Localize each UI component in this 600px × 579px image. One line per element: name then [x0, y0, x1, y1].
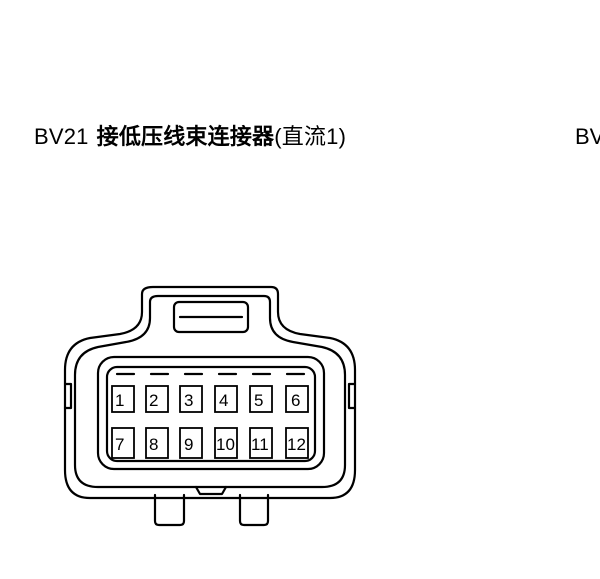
- connector-name: 接低压线束连接器: [96, 124, 275, 149]
- pin-label-10: 10: [216, 435, 235, 454]
- pin-cavity-8: [145, 427, 169, 459]
- pin-cavity-7: [111, 427, 135, 459]
- locking-latch: [172, 300, 250, 334]
- pin-label-11: 11: [251, 435, 269, 454]
- pin-label-5: 5: [254, 391, 263, 410]
- pin-label-4: 4: [219, 391, 228, 410]
- pin-cavity-1: [111, 385, 135, 413]
- pin-cavity-12: [285, 427, 309, 459]
- pin-cavity-11: [249, 427, 273, 459]
- pin-label-7: 7: [115, 435, 124, 454]
- pin-label-2: 2: [149, 391, 158, 410]
- pin-label-1: 1: [115, 391, 124, 410]
- pin-cavity-5: [249, 385, 273, 413]
- pin-cavity-frame: [96, 355, 326, 471]
- next-connector-title-clipped: BV: [575, 124, 600, 149]
- connector-code: BV21: [34, 124, 89, 149]
- pin-cavity-9: [179, 427, 203, 459]
- pin-label-8: 8: [149, 435, 158, 454]
- pin-cavity-2: [145, 385, 169, 413]
- pin-label-12: 12: [287, 435, 306, 454]
- connector-title: BV21 接低压线束连接器(直流1): [34, 122, 346, 152]
- side-notch-left: [63, 382, 73, 410]
- connector-inner-housing: [73, 294, 347, 489]
- connector-leg-left: [153, 493, 186, 527]
- side-notch-right: [347, 382, 357, 410]
- pin-label-9: 9: [184, 435, 193, 454]
- pin-label-6: 6: [291, 391, 300, 410]
- connector-leg-right: [238, 493, 270, 527]
- connector-variant: (直流1): [274, 124, 347, 149]
- pin-cavity-10: [214, 427, 238, 459]
- pin-cavity-4: [214, 385, 238, 413]
- connector-outer-housing: [63, 285, 357, 500]
- pin-cavity-3: [179, 385, 203, 413]
- pin-cavity-6: [285, 385, 309, 413]
- pin-label-3: 3: [184, 391, 193, 410]
- bottom-key: [194, 485, 228, 496]
